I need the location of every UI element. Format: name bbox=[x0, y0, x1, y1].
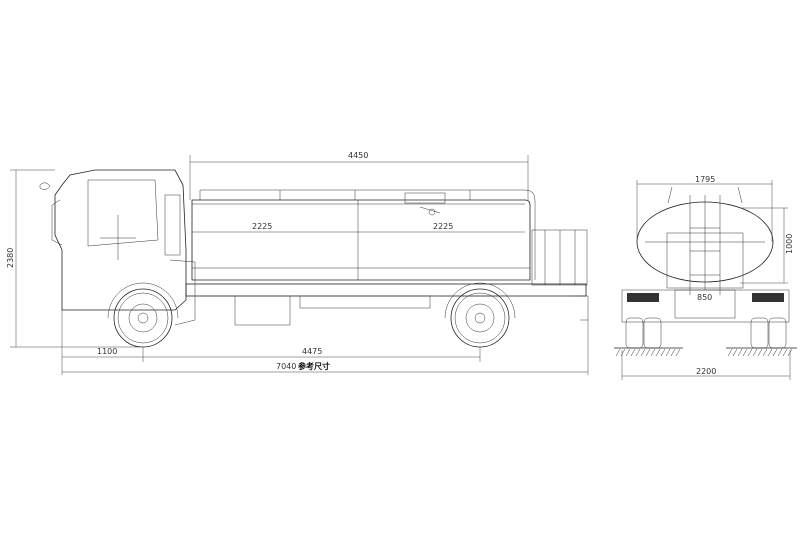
front-wheel bbox=[107, 282, 179, 348]
dim-front-overhang: 1100 bbox=[97, 347, 117, 356]
dim-tank-half-rear: 2225 bbox=[433, 222, 453, 231]
chassis-frame bbox=[185, 283, 587, 297]
dim-overall-length-note: 参考尺寸 bbox=[297, 361, 330, 371]
cab-outline bbox=[54, 169, 187, 311]
manhole bbox=[404, 192, 446, 204]
rear-wheel bbox=[444, 282, 516, 348]
rear-view: 1795 1000 850 2200 bbox=[614, 175, 797, 380]
dim-wheelbase: 4475 bbox=[302, 347, 322, 356]
tank-outline bbox=[191, 199, 531, 281]
dim-tank-height: 1000 bbox=[785, 234, 794, 254]
rear-cage bbox=[531, 229, 588, 286]
dim-overall-height: 2380 bbox=[6, 248, 15, 268]
dim-tank-half-front: 2225 bbox=[252, 222, 272, 231]
dim-tank-width: 1795 bbox=[695, 175, 715, 184]
dim-overall-length: 7040 bbox=[276, 362, 296, 371]
dim-frame-width: 850 bbox=[697, 293, 712, 302]
side-view: 2380 4450 2225 2225 1100 4475 7040 参考尺寸 bbox=[6, 151, 589, 375]
cab-window bbox=[87, 179, 159, 247]
dim-overall-width: 2200 bbox=[696, 367, 716, 376]
dim-tank-length: 4450 bbox=[348, 151, 368, 160]
